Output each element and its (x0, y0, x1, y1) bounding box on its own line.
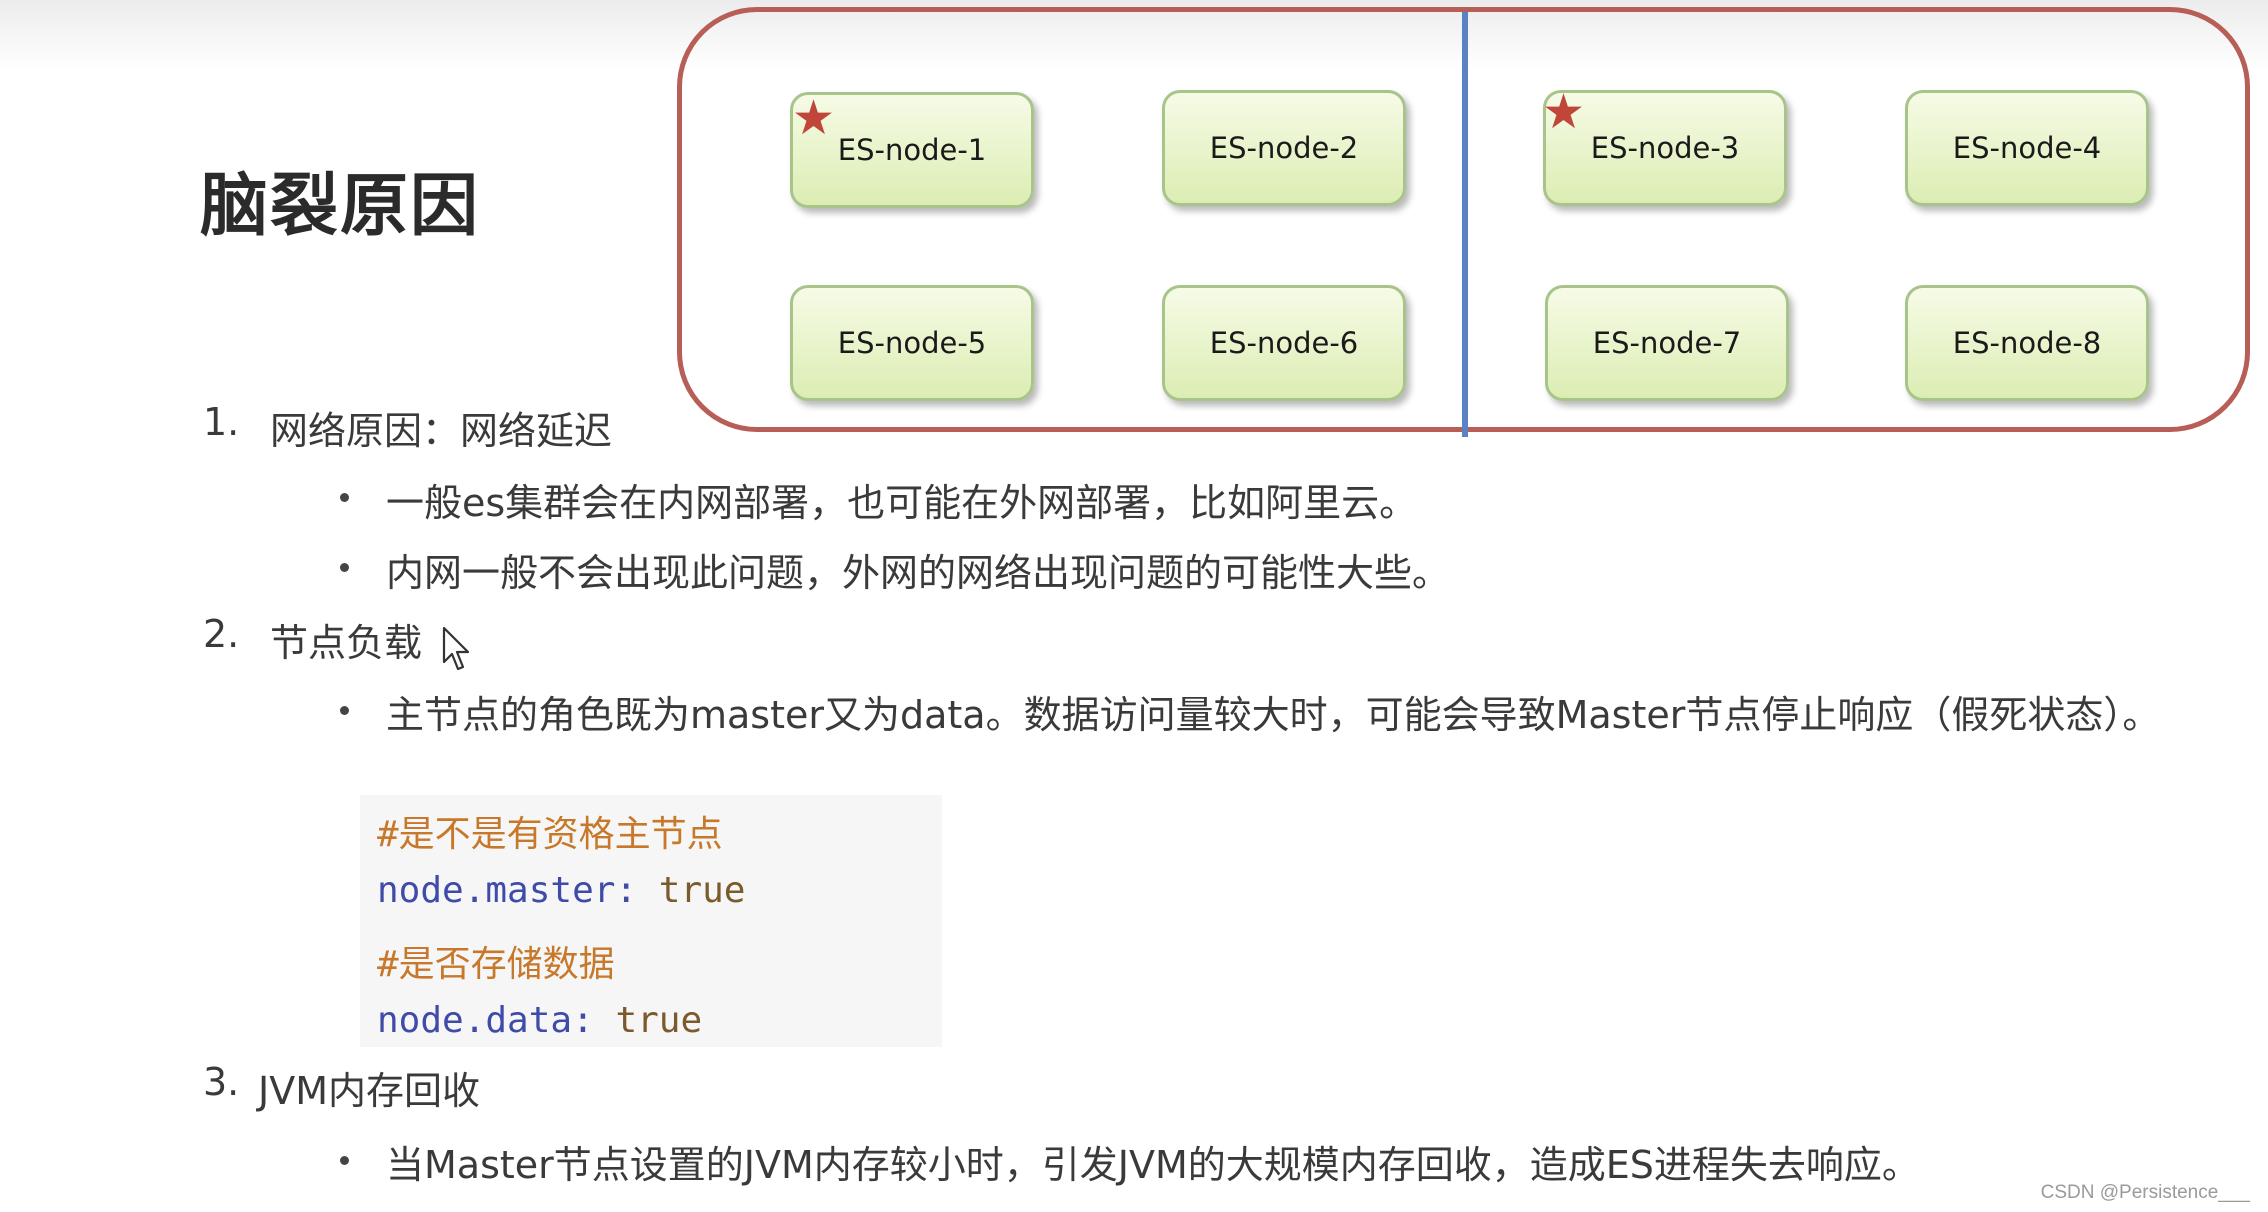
code-setting-data: node.data: true (377, 1000, 702, 1041)
node-label: ES-node-6 (1209, 326, 1359, 360)
node-label: ES-node-1 (837, 133, 987, 167)
bullet-dot (340, 706, 349, 715)
section-heading: 网络原因：网络延迟 (270, 409, 613, 453)
code-block (360, 795, 942, 1047)
code-comment-text: #是否存储数据 (377, 944, 615, 985)
code-key: node.data (377, 1000, 573, 1041)
bullet-text: 主节点的角色既为master又为data。数据访问量较大时，可能会导致Maste… (386, 693, 2161, 737)
code-setting-master: node.master: true (377, 870, 745, 911)
watermark: CSDN @Persistence___ (2040, 1182, 2250, 1203)
code-comment: #是不是有资格主节点 (377, 805, 723, 857)
node-es-6: ES-node-6 (1162, 285, 1406, 401)
code-value: true (615, 1000, 703, 1041)
section-number: 3. (203, 1060, 240, 1104)
node-label: ES-node-3 (1590, 131, 1740, 165)
code-comment-text: #是不是有资格主节点 (377, 814, 723, 855)
bullet-dot (340, 1156, 349, 1165)
node-label: ES-node-4 (1952, 131, 2102, 165)
page-title: 脑裂原因 (200, 167, 481, 246)
node-es-2: ES-node-2 (1162, 90, 1406, 206)
bullet-text: 一般es集群会在内网部署，也可能在外网部署，比如阿里云。 (386, 481, 1418, 525)
star-icon: ★ (1542, 84, 1586, 140)
code-separator: : (572, 1000, 616, 1041)
star-icon: ★ (792, 90, 836, 146)
node-label: ES-node-8 (1952, 326, 2102, 360)
node-label: ES-node-7 (1592, 326, 1742, 360)
bullet-text: 内网一般不会出现此问题，外网的网络出现问题的可能性大些。 (386, 551, 1451, 595)
section-heading: JVM内存回收 (258, 1069, 480, 1113)
mouse-cursor-icon (442, 626, 470, 671)
node-es-1: ES-node-1 (790, 92, 1034, 208)
node-label: ES-node-2 (1209, 131, 1359, 165)
code-comment: #是否存储数据 (377, 935, 615, 987)
section-number: 1. (203, 400, 240, 444)
node-es-8: ES-node-8 (1905, 285, 2149, 401)
node-label: ES-node-5 (837, 326, 987, 360)
section-number: 2. (203, 612, 240, 656)
node-es-5: ES-node-5 (790, 285, 1034, 401)
node-es-4: ES-node-4 (1905, 90, 2149, 206)
split-divider (1462, 12, 1468, 437)
code-value: true (658, 870, 746, 911)
section-heading: 节点负载 (270, 621, 423, 665)
bullet-dot (340, 563, 349, 572)
code-key: node.master (377, 870, 616, 911)
node-es-7: ES-node-7 (1545, 285, 1789, 401)
node-es-3: ES-node-3 (1543, 90, 1787, 206)
bullet-dot (340, 493, 349, 502)
code-separator: : (615, 870, 659, 911)
bullet-text: 当Master节点设置的JVM内存较小时，引发JVM的大规模内存回收，造成ES进… (386, 1143, 1920, 1187)
